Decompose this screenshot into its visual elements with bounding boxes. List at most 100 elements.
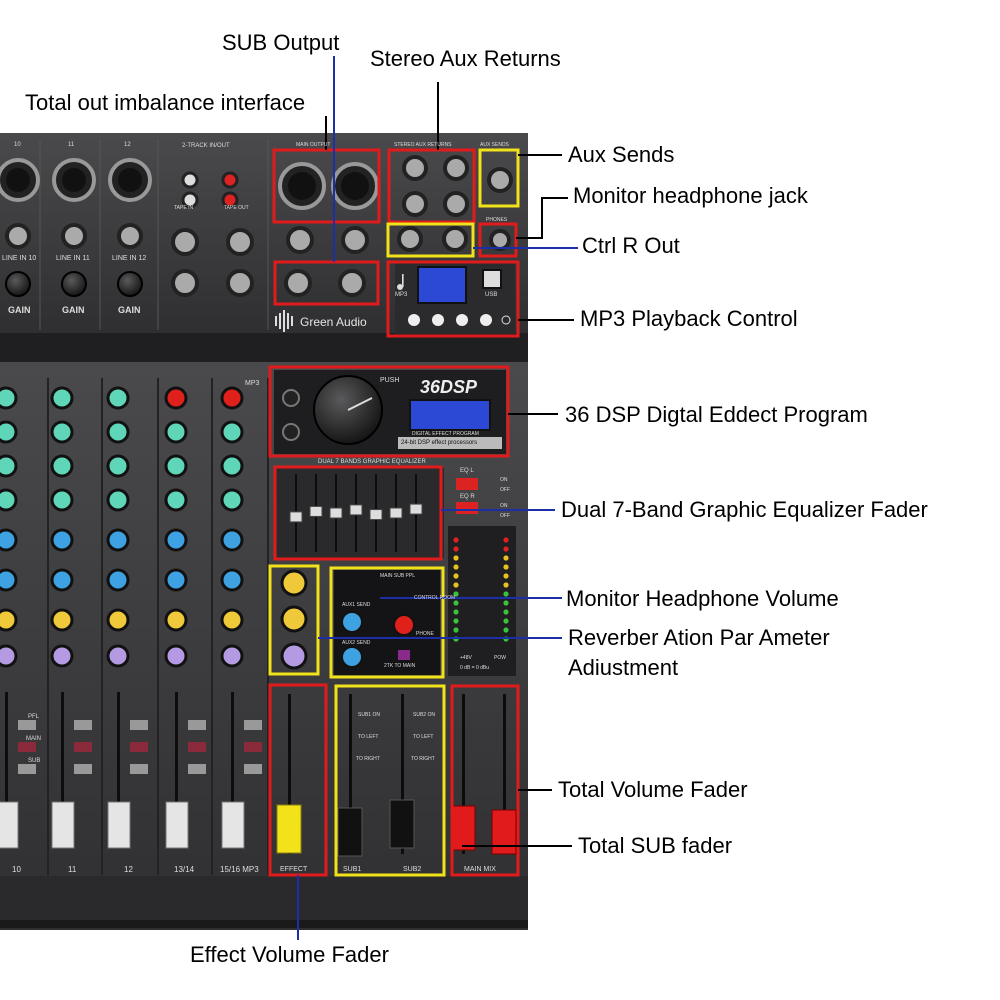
channel-knob[interactable] [164,454,188,478]
line-jack[interactable] [442,226,468,252]
channel-knob[interactable] [106,420,130,444]
channel-button[interactable] [188,720,206,730]
channel-button[interactable] [74,742,92,752]
line-jack[interactable] [226,228,254,256]
eq-fader-cap[interactable] [409,503,423,515]
sub1-fader-cap[interactable] [337,807,363,857]
effect-fader-cap[interactable] [276,804,302,854]
line-jack[interactable] [61,223,87,249]
channel-knob[interactable] [50,454,74,478]
line-jack[interactable] [117,223,143,249]
eq-fader-cap[interactable] [289,511,303,523]
line-jack[interactable] [402,191,428,217]
channel-knob[interactable] [164,568,188,592]
mp3-button[interactable] [480,314,492,326]
channel-fader-cap[interactable] [221,801,245,849]
dsp-small-knob[interactable] [282,389,300,407]
channel-knob[interactable] [106,644,130,668]
channel-knob[interactable] [164,488,188,512]
channel-button[interactable] [74,720,92,730]
channel-knob[interactable] [220,528,244,552]
line-jack[interactable] [402,155,428,181]
channel-knob[interactable] [164,420,188,444]
two-tk-to-main-button[interactable] [398,650,410,660]
channel-knob[interactable] [106,454,130,478]
channel-fader-cap[interactable] [51,801,75,849]
channel-knob[interactable] [220,568,244,592]
rca-jack[interactable] [181,171,199,189]
channel-fader-cap[interactable] [165,801,189,849]
channel-knob[interactable] [50,568,74,592]
channel-knob[interactable] [164,528,188,552]
line-jack[interactable] [5,223,31,249]
channel-knob[interactable] [50,644,74,668]
channel-knob[interactable] [0,528,18,552]
channel-fader-cap[interactable] [0,801,19,849]
channel-knob[interactable] [106,608,130,632]
channel-knob[interactable] [164,644,188,668]
aux2-send-knob[interactable] [341,646,363,668]
channel-button[interactable] [74,764,92,774]
channel-knob[interactable] [220,608,244,632]
effect-knob[interactable] [280,569,308,597]
channel-button[interactable] [130,742,148,752]
usb-port[interactable] [482,269,502,289]
channel-knob[interactable] [164,386,188,410]
main-l-fader-cap[interactable] [450,805,476,851]
channel-knob[interactable] [106,528,130,552]
channel-button[interactable] [188,764,206,774]
channel-knob[interactable] [164,608,188,632]
channel-knob[interactable] [220,420,244,444]
channel-knob[interactable] [220,644,244,668]
line-jack[interactable] [397,226,423,252]
line-jack[interactable] [284,269,312,297]
mp3-button[interactable] [432,314,444,326]
channel-knob[interactable] [50,420,74,444]
eq-fader-cap[interactable] [389,507,403,519]
line-jack[interactable] [171,269,199,297]
channel-knob[interactable] [0,420,18,444]
channel-button[interactable] [188,742,206,752]
rca-jack[interactable] [181,191,199,209]
eq-r-switch[interactable] [456,502,478,514]
channel-button[interactable] [244,742,262,752]
line-jack[interactable] [286,226,314,254]
eq-fader-cap[interactable] [349,504,363,516]
channel-knob[interactable] [0,454,18,478]
line-jack[interactable] [341,226,369,254]
line-jack[interactable] [443,191,469,217]
channel-knob[interactable] [220,488,244,512]
channel-knob[interactable] [0,386,18,410]
channel-fader-cap[interactable] [107,801,131,849]
channel-button[interactable] [130,764,148,774]
channel-knob[interactable] [106,568,130,592]
channel-knob[interactable] [0,644,18,668]
mp3-button[interactable] [408,314,420,326]
channel-knob[interactable] [220,386,244,410]
channel-button[interactable] [130,720,148,730]
channel-knob[interactable] [106,386,130,410]
channel-knob[interactable] [50,608,74,632]
channel-button[interactable] [18,720,36,730]
gain-knob[interactable] [117,271,143,297]
channel-knob[interactable] [106,488,130,512]
dsp-small-knob[interactable] [282,423,300,441]
rca-jack[interactable] [221,191,239,209]
line-jack[interactable] [171,228,199,256]
gain-knob[interactable] [5,271,31,297]
line-jack[interactable] [226,269,254,297]
eq-fader-cap[interactable] [329,507,343,519]
line-jack[interactable] [443,155,469,181]
effect-knob[interactable] [280,605,308,633]
eq-fader-cap[interactable] [369,509,383,521]
gain-knob[interactable] [61,271,87,297]
mp3-button[interactable] [456,314,468,326]
channel-button[interactable] [244,764,262,774]
line-jack[interactable] [489,229,511,251]
channel-knob[interactable] [50,386,74,410]
eq-fader-cap[interactable] [309,505,323,517]
channel-button[interactable] [18,742,36,752]
phone-knob[interactable] [393,614,415,636]
channel-button[interactable] [18,764,36,774]
line-jack[interactable] [487,167,513,193]
